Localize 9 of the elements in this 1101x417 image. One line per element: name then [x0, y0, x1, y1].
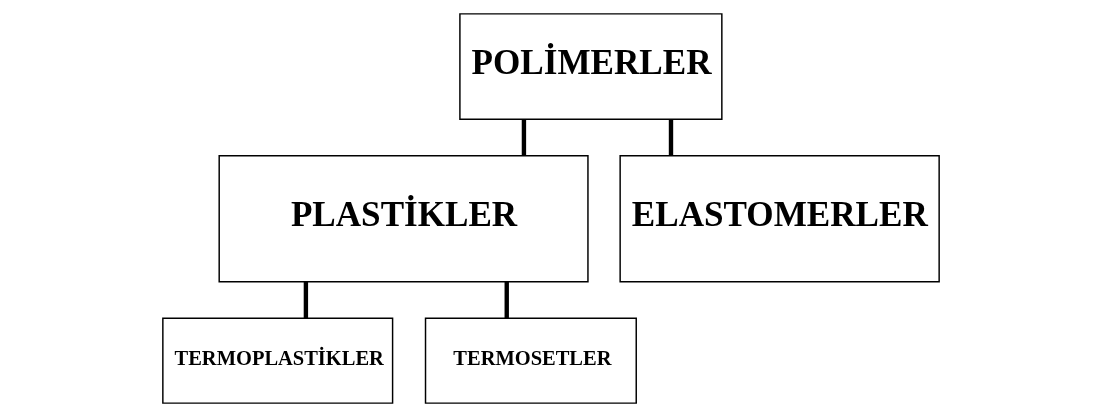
node-box: PLASTİKLER	[217, 155, 589, 283]
node-box: ELASTOMERLER	[618, 155, 940, 283]
connector	[504, 281, 509, 319]
node-box: TERMOPLASTİKLER	[161, 317, 393, 404]
connector	[668, 119, 673, 156]
node-box: POLİMERLER	[458, 13, 723, 120]
connector	[303, 281, 308, 319]
node-box: TERMOSETLER	[424, 317, 637, 404]
connector	[521, 119, 526, 156]
